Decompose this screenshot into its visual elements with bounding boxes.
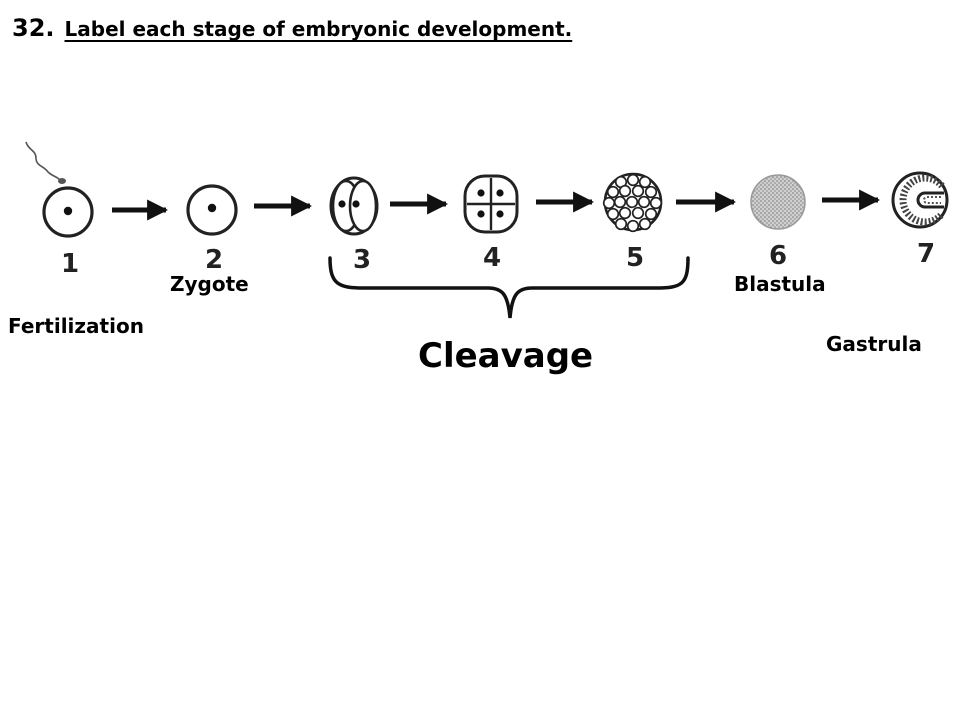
gastrula-icon: [891, 171, 949, 229]
label-fertilization: Fertilization: [8, 314, 144, 338]
stage-number-3: 3: [353, 245, 371, 275]
label-blastula: Blastula: [734, 272, 826, 296]
stage-number-6: 6: [769, 241, 787, 271]
sperm-icon: [25, 141, 61, 181]
question-prompt: Label each stage of embryonic developmen…: [64, 17, 573, 41]
stage-number-4: 4: [483, 243, 501, 273]
label-gastrula: Gastrula: [826, 332, 922, 356]
stage-number-1: 1: [61, 249, 79, 279]
stage-1-egg: [25, 141, 94, 238]
two-cell-icon: [329, 176, 379, 236]
question: 32. Label each stage of embryonic develop…: [12, 14, 572, 44]
label-zygote: Zygote: [170, 272, 249, 296]
four-cell-icon: [463, 174, 519, 234]
stage-2-zygote: [186, 184, 238, 236]
stage-number-5: 5: [626, 243, 644, 273]
stage-number-2: 2: [205, 245, 223, 275]
egg-nucleus: [63, 206, 73, 216]
blastula-icon: [750, 174, 806, 230]
sperm-head: [58, 178, 66, 184]
morula-icon: [602, 172, 663, 233]
label-cleavage: Cleavage: [418, 336, 594, 376]
brace-icon: [328, 256, 690, 319]
zygote-nucleus: [207, 203, 217, 213]
question-number: 32.: [12, 14, 55, 42]
stage-number-7: 7: [917, 239, 935, 269]
